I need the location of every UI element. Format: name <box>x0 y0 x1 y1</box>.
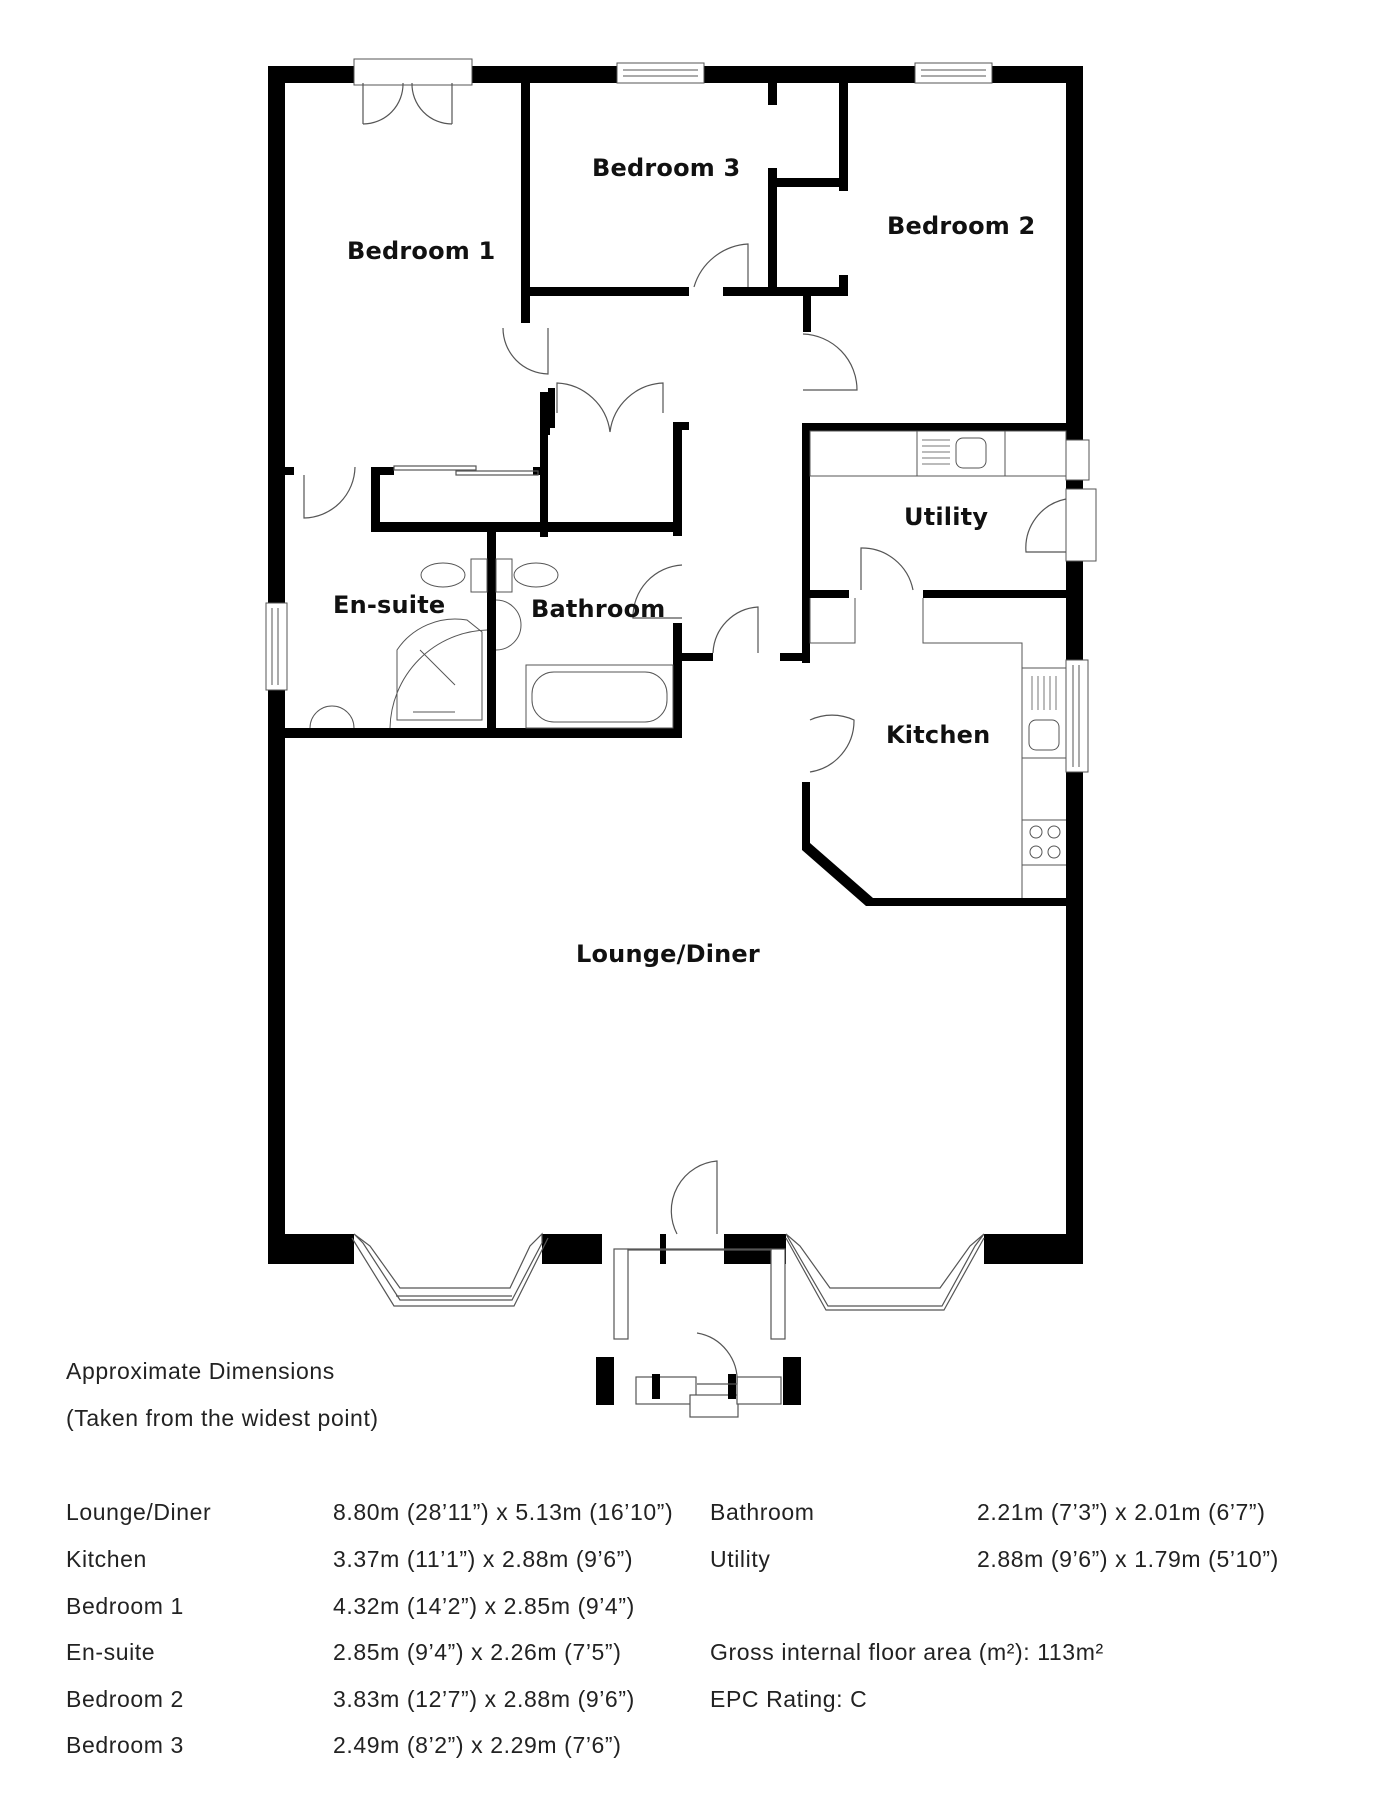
doors <box>303 82 1067 1385</box>
dim-room-size: 2.49m (8’2”) x 2.29m (7’6”) <box>333 1732 622 1758</box>
bay-windows <box>351 1232 985 1311</box>
room-label-utility: Utility <box>904 503 989 531</box>
dim-room-size: 2.88m (9’6”) x 1.79m (5’10”) <box>977 1546 1279 1572</box>
dim-room-size: 8.80m (28’11”) x 5.13m (16’10”) <box>333 1499 674 1525</box>
dim-room-size: 2.85m (9’4”) x 2.26m (7’5”) <box>333 1639 622 1665</box>
dimensions-heading: Approximate Dimensions <box>66 1358 335 1384</box>
room-label-kitchen: Kitchen <box>886 721 991 749</box>
dim-room-name: Bedroom 1 <box>66 1593 184 1619</box>
dim-room-size: 3.37m (11’1”) x 2.88m (9’6”) <box>333 1546 634 1572</box>
room-label-bedroom-1: Bedroom 1 <box>347 237 496 265</box>
floor-plan-drawing <box>265 58 1097 1418</box>
windows <box>265 58 1097 773</box>
gross-internal-area: Gross internal floor area (m²): 113m² <box>710 1639 1104 1665</box>
room-label-bathroom: Bathroom <box>531 595 666 623</box>
dim-room-size: 3.83m (12’7”) x 2.88m (9’6”) <box>333 1686 635 1712</box>
dim-room-name: Lounge/Diner <box>66 1499 212 1525</box>
room-label-lounge-diner: Lounge/Diner <box>576 940 760 968</box>
room-label-en-suite: En-suite <box>333 591 446 619</box>
dim-room-name: Bedroom 2 <box>66 1686 184 1712</box>
fixtures <box>309 430 1067 898</box>
dim-room-name: Bathroom <box>710 1499 815 1525</box>
dim-room-size: 4.32m (14’2”) x 2.85m (9’4”) <box>333 1593 635 1619</box>
dim-room-name: Utility <box>710 1546 771 1572</box>
dim-room-name: Bedroom 3 <box>66 1732 184 1758</box>
dim-room-name: En-suite <box>66 1639 156 1665</box>
room-label-bedroom-3: Bedroom 3 <box>592 154 741 182</box>
porch <box>613 1248 786 1418</box>
epc-rating: EPC Rating: C <box>710 1686 868 1712</box>
dim-room-size: 2.21m (7’3”) x 2.01m (6’7”) <box>977 1499 1266 1525</box>
room-label-bedroom-2: Bedroom 2 <box>887 212 1036 240</box>
dimensions-subheading: (Taken from the widest point) <box>66 1405 379 1431</box>
dim-room-name: Kitchen <box>66 1546 147 1572</box>
